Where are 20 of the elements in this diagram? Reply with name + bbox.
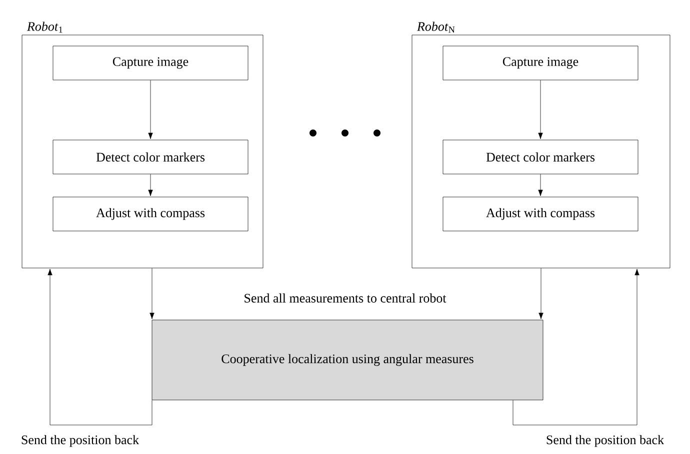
- arrow: [538, 80, 543, 140]
- node-label: Robot$_{1}$: [26, 22, 62, 33]
- process-box: Capture image: [442, 46, 638, 80]
- process-box: Adjust with compass: [52, 196, 248, 232]
- process-box: Adjust with compass: [442, 196, 638, 232]
- edge-label: Send the position back: [20, 434, 140, 448]
- edge-label: Send the position back: [544, 434, 666, 448]
- arrow: [148, 174, 153, 196]
- localization-box: Cooperative localization using angular measures: [152, 320, 544, 400]
- arrow: [512, 268, 640, 426]
- node-label: Robot$_{N}$: [416, 22, 455, 33]
- arrow: [538, 268, 544, 320]
- arrow: [148, 80, 153, 140]
- arrow: [538, 174, 543, 196]
- arrow: [48, 268, 152, 426]
- arrow: [150, 268, 154, 320]
- note-text: Send all measurements to central robot: [244, 293, 446, 303]
- process-box: Capture image: [52, 46, 248, 80]
- process-box: Detect color markers: [52, 140, 248, 174]
- process-box: Detect color markers: [442, 140, 638, 174]
